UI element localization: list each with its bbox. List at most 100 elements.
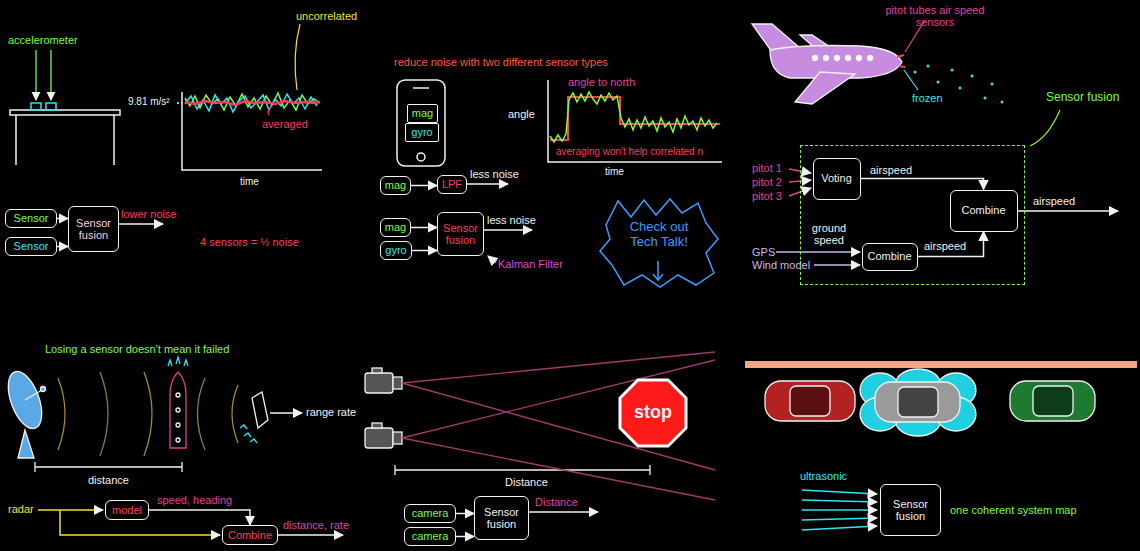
parking-illustration [790,386,830,416]
ship-illustration [168,357,268,448]
radar-wave [232,385,238,443]
octagon-outline [620,380,686,446]
signal-arrow [528,511,598,513]
annotation-label: Distance [505,476,548,488]
camera-illustration [393,432,402,444]
annotation-label: pitot 1 [752,162,782,174]
node-text: gyro [411,126,432,138]
signal-trace [550,97,720,140]
plot-axes [177,102,182,104]
radar-illustration [25,390,42,400]
combine-box: Combine [950,190,1018,232]
rain-drops [991,83,994,86]
plot-axes [548,80,722,162]
voting-box: Voting [813,158,861,200]
filter-box: LPF [437,175,467,194]
signal-arrow [802,526,877,530]
rain-drops [937,81,940,84]
rain-drops [927,65,930,68]
radar-illustration [18,430,34,458]
sensor-box: mag [380,218,411,237]
annotation-label: Distance [535,496,578,508]
signal-arrow [38,169,1118,535]
annotation-label: averaged [262,118,308,130]
leader-line [904,70,918,90]
annotation-label: averaging won't help correlated n [556,146,703,157]
radar-illustration [41,387,46,392]
airplane-illustration [835,56,840,61]
sensor-box: Sensor [5,209,57,228]
ship-illustration [240,425,257,443]
airplane-illustration [813,56,818,61]
connector-arrow [149,510,250,525]
bubble-outline [600,199,718,287]
signal-arrow [802,509,877,511]
connector-arrow [57,246,68,248]
phone-illustration [397,80,445,166]
signal-arrow [278,534,343,536]
connector-arrow [918,232,984,257]
connector-arrow [411,227,437,229]
radar-wave [144,372,152,456]
node-text: LPF [442,178,462,190]
annotation-label: lower noise [121,208,177,220]
annotation-label: reduce noise with two different sensor t… [394,56,608,68]
radar-wave [100,372,108,456]
ship-illustration [170,372,186,448]
node-text: Combine [228,529,272,541]
ship-illustration [176,438,180,442]
rain-drops [971,75,974,78]
airplane-illustration [846,56,851,61]
node-text: Sensor fusion [478,506,525,530]
node-text: Sensor [14,240,49,252]
radar-wave [58,378,65,450]
model-box: model [105,500,149,520]
signal-arrow [38,509,103,511]
parking-illustration [745,361,1137,368]
signal-trace [185,92,720,142]
annotation-label: less noise [487,214,536,226]
table-illustration [31,103,41,110]
annotation-label: Wind model [752,259,810,271]
fusion-region: VotingCombineCombineSensor fusion [800,145,1025,285]
fusion-box: Sensor fusion [437,212,484,256]
ship-illustration [252,392,268,428]
table-illustration [16,115,114,165]
connector-arrow [861,179,984,190]
annotation-label: time [240,176,259,187]
signal-arrow [118,223,163,225]
leader-arrow [36,50,51,100]
node-text: camera [412,507,449,519]
airplane-illustration [795,72,855,104]
sensor-chip: gyro [405,123,439,142]
camera-illustration [393,377,402,389]
camera-illustration [365,373,393,393]
phone-illustration [417,153,425,161]
leader-line [295,24,300,90]
rain-drops [951,69,954,72]
connector-arrow [456,536,474,538]
dimension-line [35,462,182,472]
parking-illustration [898,387,938,417]
edge-label: speed, heading [155,494,234,506]
parking-illustration [765,381,855,421]
camera-illustration [372,368,382,373]
airplane-illustration [868,56,873,61]
sensor-box: Sensor [5,237,57,256]
node-text: stop [634,403,672,423]
sensor-box: gyro [380,241,412,260]
plot-axes [177,80,722,170]
node-text: mag [412,107,433,119]
node-text: Sensor [14,212,49,224]
annotation-label: distance, rate [283,519,349,531]
signal-arrow [270,412,302,414]
phone-illustration [397,80,445,166]
fusion-box: Sensor fusion [68,206,119,252]
rain-drops [914,71,917,74]
camera-illustration [372,423,382,428]
node-text: Combine [961,204,1005,216]
sight-line [402,352,715,500]
node-text: model [112,504,142,516]
annotation-label: Kalman Filter [498,258,563,270]
